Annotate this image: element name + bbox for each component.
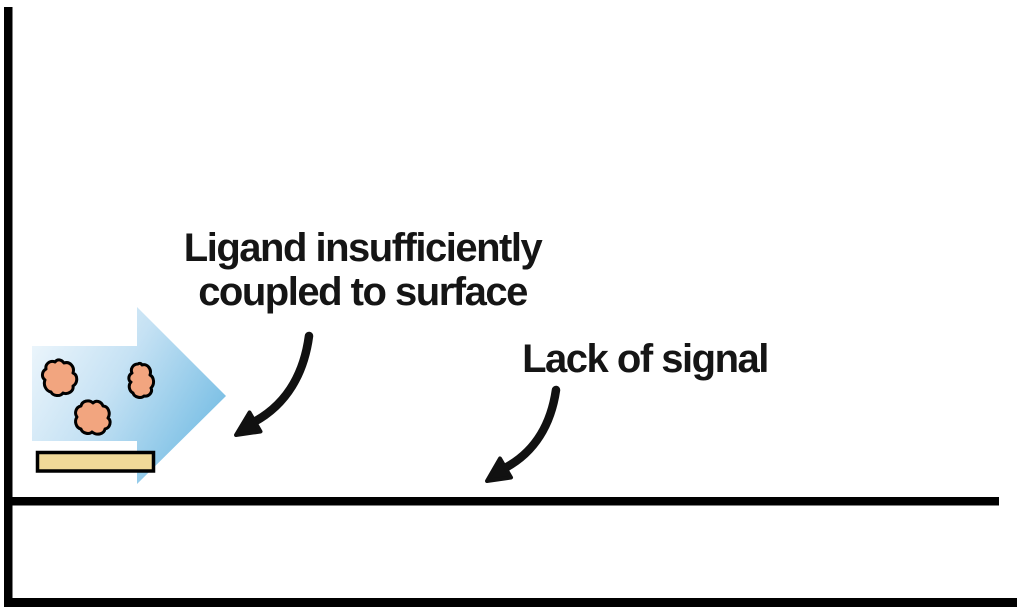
pointer-arrow-to-baseline <box>485 385 561 483</box>
signal-annotation-label: Lack of signal <box>522 337 769 381</box>
flow-arrow-icon <box>32 307 226 484</box>
ligand-annotation-line2: coupled to surface <box>198 270 528 314</box>
analyte-blob-icon <box>127 361 155 399</box>
pointer-arrow-curve <box>500 385 561 473</box>
x-axis-line <box>4 598 1017 607</box>
pointer-arrow-to-surface <box>234 331 314 437</box>
signal-baseline-trace <box>12 497 999 506</box>
analyte-blob-icon <box>74 399 112 436</box>
pointer-arrow-curve <box>249 331 314 427</box>
ligand-annotation-label: Ligand insufficiently coupled to surface <box>155 226 570 314</box>
ligand-annotation-line1: Ligand insufficiently <box>183 226 543 270</box>
pointer-arrowhead-icon <box>234 410 263 437</box>
sensor-surface-bar <box>35 450 156 473</box>
analyte-blob-icon <box>41 358 79 397</box>
pointer-arrowhead-icon <box>485 456 513 483</box>
y-axis-line <box>4 7 13 599</box>
